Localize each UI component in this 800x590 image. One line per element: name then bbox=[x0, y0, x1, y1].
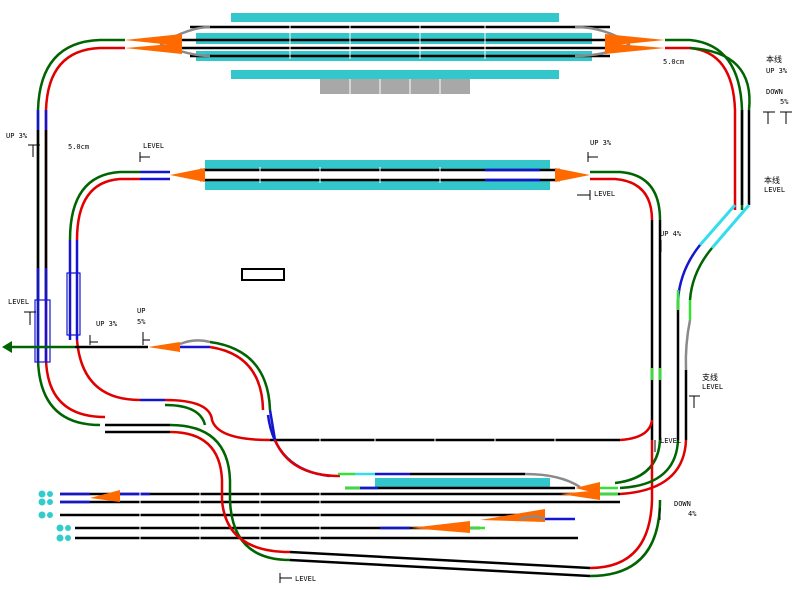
middle-platform-1 bbox=[205, 160, 550, 169]
middle-station bbox=[170, 160, 590, 190]
label-up5-b: 5% bbox=[137, 318, 146, 326]
lower-station bbox=[38, 478, 620, 542]
middle-platform-2 bbox=[205, 181, 550, 190]
label-up3-left: UP 3% bbox=[6, 132, 28, 140]
top-platform-1 bbox=[231, 13, 559, 22]
top-platform-2 bbox=[196, 33, 592, 44]
outer-bottom-loop bbox=[36, 300, 688, 578]
exit-arrow bbox=[2, 341, 75, 353]
labels: 本线 UP 3% DOWN 5% 本线 LEVEL 5.0cm UP 3% 5.… bbox=[6, 54, 789, 583]
label-level-upper-right: LEVEL bbox=[594, 190, 615, 198]
grade-markers bbox=[24, 111, 792, 583]
branch-line bbox=[75, 339, 581, 489]
label-level-upper: LEVEL bbox=[143, 142, 164, 150]
label-level-bottom: LEVEL bbox=[295, 575, 316, 583]
label-main-top: 本线 bbox=[766, 54, 782, 64]
label-down4-b: 4% bbox=[688, 510, 697, 518]
top-left-switches bbox=[125, 34, 182, 54]
label-up5-a: UP bbox=[137, 307, 145, 315]
building-marker bbox=[241, 268, 285, 281]
top-platform-4 bbox=[231, 70, 559, 79]
label-down-right: DOWN bbox=[766, 88, 783, 96]
left-outer-bridge bbox=[34, 299, 51, 363]
label-up3-mid: UP 3% bbox=[96, 320, 118, 328]
label-up3-right: UP 3% bbox=[766, 67, 788, 75]
label-branch-1: 支线 bbox=[702, 372, 718, 382]
label-dim-top-right: 5.0cm bbox=[663, 58, 684, 66]
top-right-switches bbox=[605, 34, 665, 54]
inner-loop bbox=[66, 170, 662, 485]
buffer-stops bbox=[38, 490, 71, 542]
label-up3-upper-right: UP 3% bbox=[590, 139, 612, 147]
lower-platform bbox=[375, 478, 550, 487]
label-down4-a: DOWN bbox=[674, 500, 691, 508]
label-level-left: LEVEL bbox=[8, 298, 29, 306]
station-building bbox=[320, 79, 470, 94]
outer-loop bbox=[36, 38, 751, 440]
top-station bbox=[125, 13, 665, 94]
label-branch-2: LEVEL bbox=[702, 383, 723, 391]
yard-switches bbox=[90, 482, 600, 533]
label-level-mid-right: LEVEL bbox=[660, 437, 681, 445]
left-inner-bridge bbox=[66, 272, 81, 336]
label-up4: UP 4% bbox=[660, 230, 682, 238]
label-main-level-1: 本线 bbox=[764, 175, 780, 185]
label-5pct-right: 5% bbox=[780, 98, 789, 106]
label-dim-left: 5.0cm bbox=[68, 143, 89, 151]
label-main-level-2: LEVEL bbox=[764, 186, 785, 194]
